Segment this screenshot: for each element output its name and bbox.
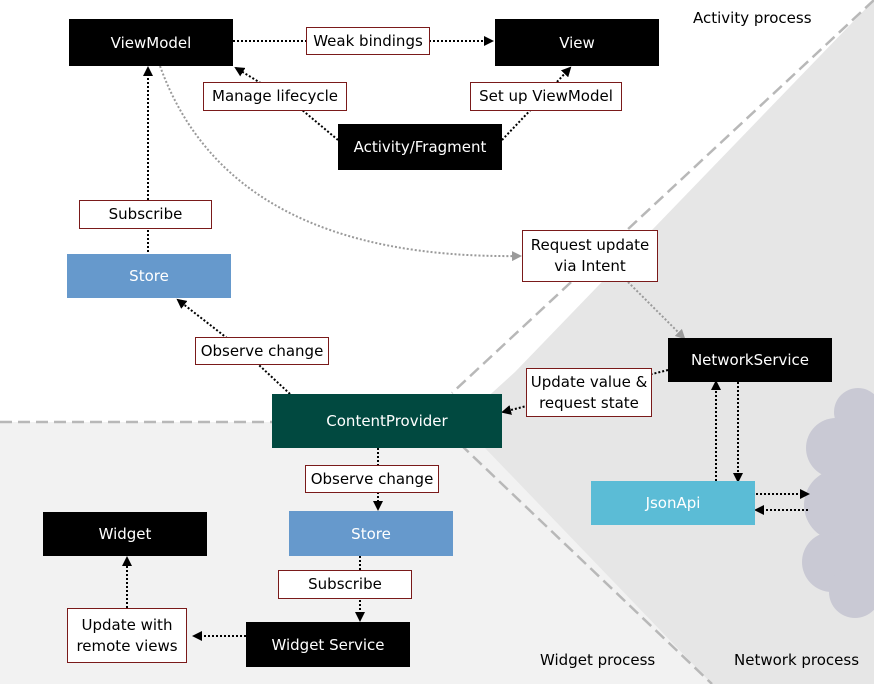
subscribe-label-bottom: Subscribe: [278, 570, 412, 599]
network-process-zone: [460, 0, 874, 684]
subscribe-label-top: Subscribe: [79, 200, 212, 229]
weak-bindings-label: Weak bindings: [306, 27, 430, 55]
update-value-label: Update value & request state: [526, 368, 652, 417]
observe-change-label-bottom: Observe change: [305, 465, 439, 493]
viewmodel-node[interactable]: ViewModel: [69, 19, 233, 66]
set-up-viewmodel-label: Set up ViewModel: [470, 82, 622, 111]
view-node[interactable]: View: [495, 19, 659, 66]
widget-node[interactable]: Widget: [43, 512, 207, 556]
store-node-bottom[interactable]: Store: [289, 511, 453, 556]
zone-divider-activity-network: [451, 0, 874, 394]
request-update-label: Request update via Intent: [522, 230, 658, 282]
arrow-request-to-networkservice: [627, 281, 686, 340]
zone-label-widget: Widget process: [540, 651, 656, 669]
widget-service-node[interactable]: Widget Service: [246, 622, 410, 667]
json-api-node[interactable]: JsonApi: [591, 481, 755, 525]
activity-fragment-node[interactable]: Activity/Fragment: [338, 124, 502, 170]
update-remote-views-label: Update with remote views: [67, 608, 187, 663]
content-provider-node[interactable]: ContentProvider: [272, 394, 502, 448]
cloud-icon: [802, 388, 874, 618]
zone-divider-widget-network: [459, 443, 713, 684]
store-node-top[interactable]: Store: [67, 254, 231, 298]
manage-lifecycle-label: Manage lifecycle: [203, 82, 347, 111]
arrow-activity-to-view: [501, 66, 572, 141]
zone-label-network: Network process: [734, 651, 860, 669]
zone-label-activity: Activity process: [693, 9, 812, 27]
observe-change-label-top: Observe change: [195, 337, 329, 365]
network-service-node[interactable]: NetworkService: [668, 338, 832, 382]
